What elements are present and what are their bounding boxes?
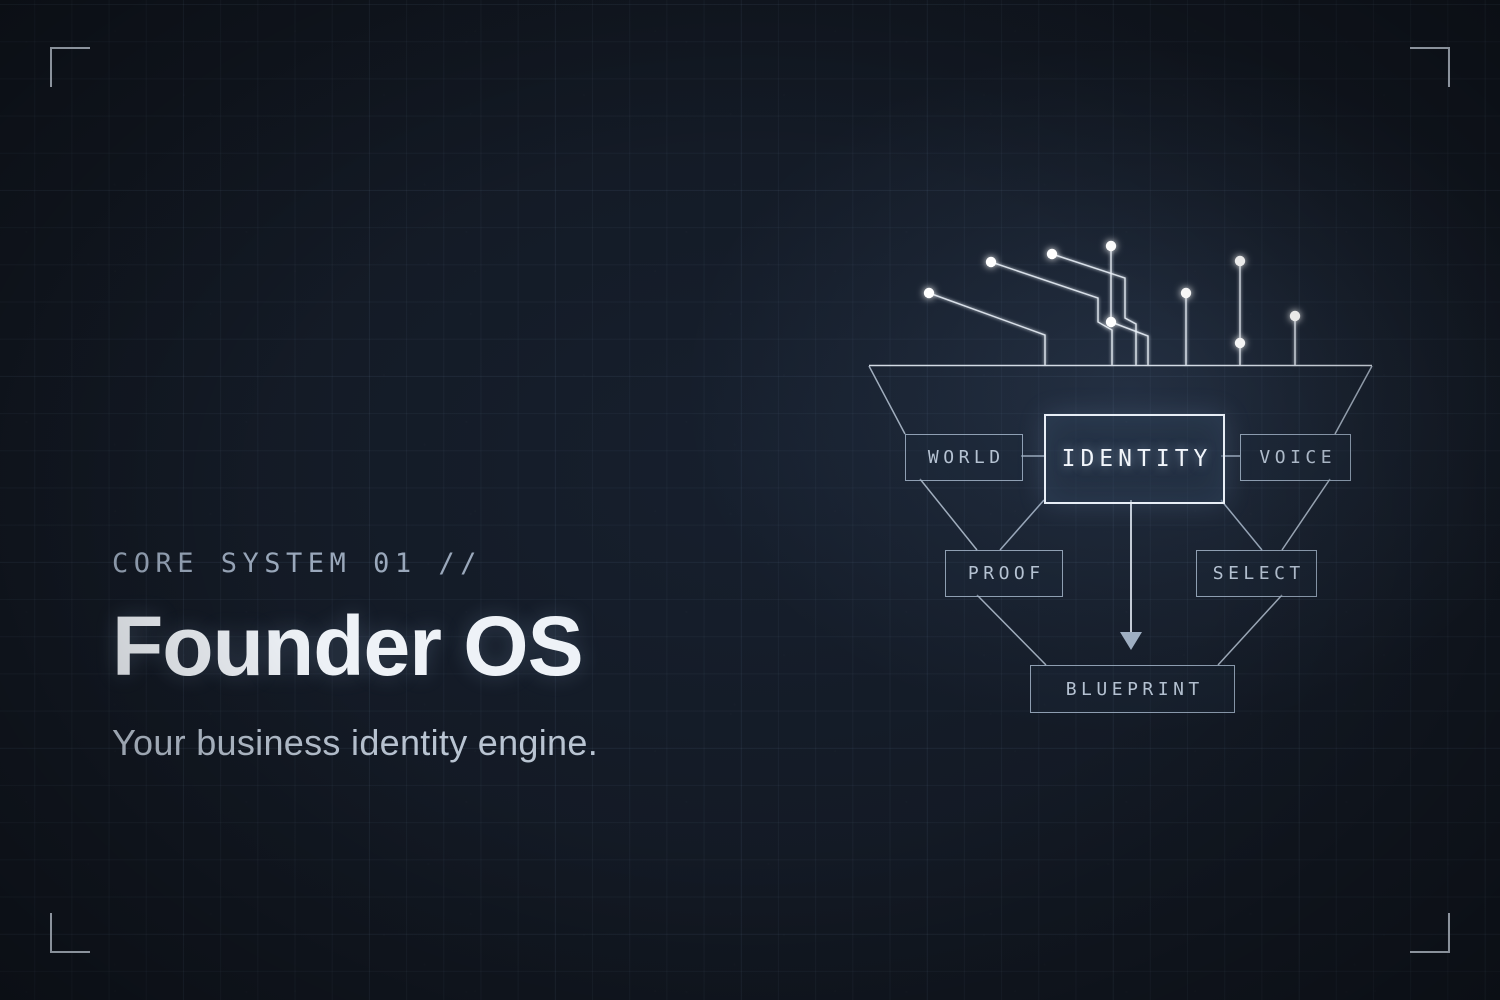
node-blueprint[interactable]: BLUEPRINT (1030, 665, 1235, 713)
node-voice[interactable]: VOICE (1240, 434, 1351, 481)
hero-text-block: CORE SYSTEM 01 // Founder OS Your busine… (112, 548, 598, 764)
page-title: Founder OS (112, 599, 584, 693)
identity-to-blueprint-arrow (1120, 500, 1142, 650)
eyebrow-label: CORE SYSTEM 01 // (112, 548, 482, 579)
node-select-label: SELECT (1212, 563, 1305, 584)
funnel-outline (868, 364, 1373, 666)
node-identity-label: IDENTITY (1061, 446, 1213, 472)
node-proof-label: PROOF (967, 563, 1045, 584)
node-blueprint-label: BLUEPRINT (1065, 678, 1204, 700)
node-select[interactable]: SELECT (1196, 550, 1317, 597)
node-proof[interactable]: PROOF (945, 550, 1063, 597)
node-world-label: WORLD (927, 447, 1005, 468)
node-identity[interactable]: IDENTITY (1044, 414, 1225, 504)
page-subtitle: Your business identity engine. (112, 722, 598, 763)
node-voice-label: VOICE (1259, 447, 1337, 468)
node-world[interactable]: WORLD (905, 434, 1023, 481)
